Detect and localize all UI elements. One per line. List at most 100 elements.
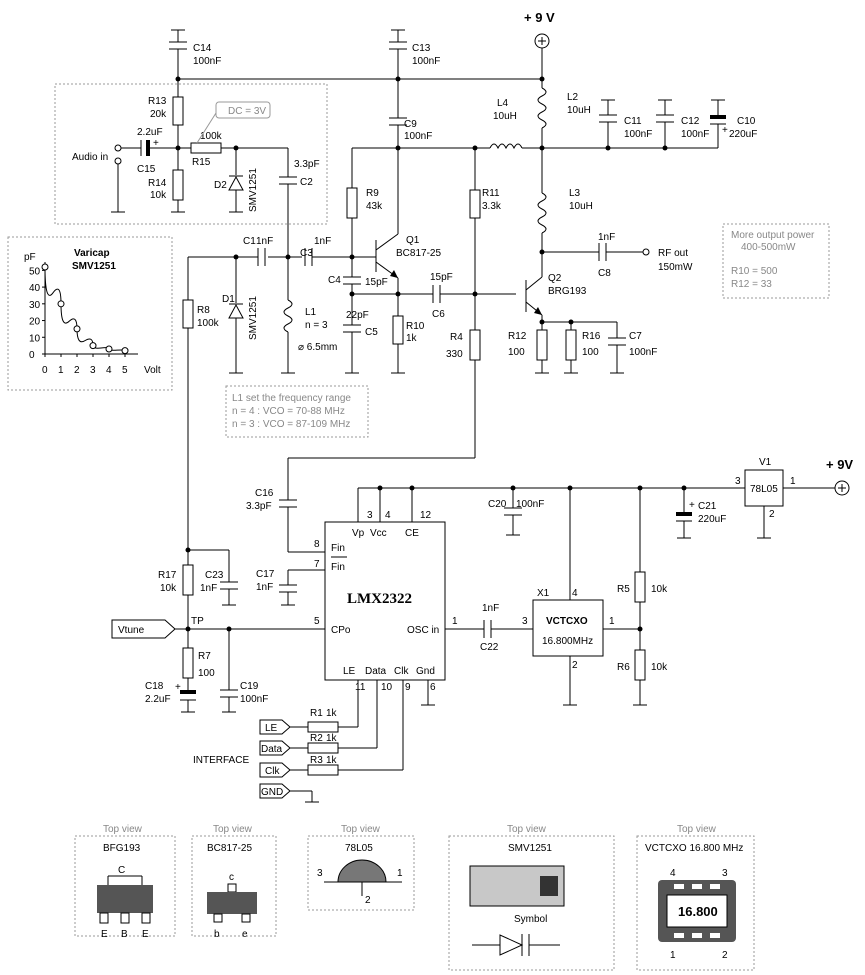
svg-text:C18: C18 [145, 681, 164, 692]
inductor-l3: L3 10uH [537, 148, 593, 277]
svg-text:100k: 100k [197, 318, 220, 329]
svg-text:C10: C10 [737, 116, 756, 127]
svg-text:1k: 1k [326, 755, 338, 766]
svg-text:CE: CE [405, 528, 419, 539]
y-tick-label: 10 [29, 333, 41, 344]
svg-text:Clk: Clk [265, 766, 280, 777]
svg-text:n = 3: n = 3 [305, 320, 328, 331]
svg-text:OSC in: OSC in [407, 625, 439, 636]
svg-text:1nF: 1nF [314, 236, 331, 247]
y-tick-label: 0 [29, 350, 35, 361]
svg-text:10uH: 10uH [493, 111, 517, 122]
svg-text:BC817-25: BC817-25 [396, 248, 441, 259]
capacitor-c20: C20 100nF [488, 488, 544, 536]
svg-text:100: 100 [198, 668, 215, 679]
svg-text:43k: 43k [366, 201, 383, 212]
svg-text:100: 100 [508, 347, 525, 358]
svg-text:⌀ 6.5mm: ⌀ 6.5mm [298, 342, 337, 353]
x-tick-label: 2 [74, 365, 80, 376]
svg-text:C3: C3 [300, 248, 313, 259]
resistor-r13: R13 20k [148, 96, 184, 126]
resistor-r6: R6 10k [617, 649, 668, 706]
interface-port-le: LE [259, 719, 291, 735]
svg-text:4: 4 [670, 868, 676, 879]
svg-text:10k: 10k [150, 190, 167, 201]
svg-text:C12: C12 [681, 116, 700, 127]
supply-terminal-right: + 9V [826, 457, 853, 496]
interface-port-clk: Clk [259, 762, 291, 778]
y-tick-label: 20 [29, 317, 41, 328]
vtune-label: Vtune [118, 625, 145, 636]
svg-text:R7: R7 [198, 651, 211, 662]
svg-text:SMV1251: SMV1251 [72, 261, 116, 272]
svg-text:3.3k: 3.3k [482, 201, 502, 212]
capacitor-c22: 1nF C22 [480, 603, 499, 653]
svg-text:9: 9 [405, 682, 411, 693]
svg-text:100nF: 100nF [681, 129, 709, 140]
svg-text:10: 10 [381, 682, 393, 693]
svg-text:C9: C9 [404, 119, 417, 130]
svg-text:220uF: 220uF [729, 129, 757, 140]
svg-text:R3: R3 [310, 755, 323, 766]
svg-text:X1: X1 [537, 588, 550, 599]
c13-value: 100nF [412, 56, 440, 67]
svg-text:2: 2 [365, 895, 371, 906]
c13-name: C13 [412, 43, 431, 54]
svg-text:10k: 10k [651, 662, 668, 673]
svg-text:VCTCXO 16.800 MHz: VCTCXO 16.800 MHz [645, 843, 743, 854]
l1-range-note: L1 set the frequency range n = 4 : VCO =… [225, 385, 369, 438]
svg-text:CPo: CPo [331, 625, 351, 636]
transistor-q1: Q1 BC817-25 [375, 148, 441, 294]
data-point [105, 345, 113, 353]
svg-text:1: 1 [397, 868, 403, 879]
svg-text:Vp: Vp [352, 528, 365, 539]
rf-out: RF out 150mW [642, 248, 693, 273]
svg-text:1nF: 1nF [256, 582, 273, 593]
interface-wires [290, 680, 404, 803]
svg-text:400-500mW: 400-500mW [741, 242, 796, 253]
svg-text:1: 1 [609, 616, 615, 627]
data-point [41, 263, 49, 271]
top-view-78l05: Top view 78L05 3 1 2 [307, 824, 415, 911]
svg-text:Data: Data [261, 744, 283, 755]
regulator-78l05: V1 78L05 3 1 2 [735, 457, 835, 539]
output-power-note: More output power 400-500mW R10 = 500 R1… [722, 223, 830, 299]
capacitor-c13: C13 100nF [389, 29, 440, 67]
svg-text:b: b [214, 929, 220, 940]
svg-text:R8: R8 [197, 305, 210, 316]
svg-text:100: 100 [582, 347, 599, 358]
capacitor-c17: C17 1nF [256, 569, 297, 606]
svg-text:R11: R11 [482, 188, 500, 199]
svg-text:Data: Data [365, 666, 387, 677]
svg-text:7: 7 [314, 559, 320, 570]
tcxo: X1 VCTCXO 16.800MHz 3 4 1 2 [522, 488, 643, 706]
svg-text:+: + [175, 682, 181, 693]
svg-text:R6: R6 [617, 662, 630, 673]
svg-text:3.3pF: 3.3pF [294, 159, 320, 170]
svg-text:BC817-25: BC817-25 [207, 843, 252, 854]
resistor-r7: R7 100 [182, 647, 215, 690]
varicap-chart-box [7, 236, 173, 391]
svg-text:100nF: 100nF [404, 131, 432, 142]
capacitor-c14: C14 100nF [169, 29, 221, 67]
resistor-r11: R11 3.3k [469, 148, 502, 297]
data-point [121, 347, 129, 355]
svg-text:C7: C7 [629, 331, 642, 342]
svg-text:R10: R10 [406, 321, 425, 332]
svg-text:E: E [142, 929, 149, 940]
svg-text:n = 3 : VCO = 87-109 MHz: n = 3 : VCO = 87-109 MHz [232, 419, 350, 430]
svg-text:e: e [242, 929, 248, 940]
supply-terminal-top: + 9 V [524, 10, 555, 49]
svg-text:1k: 1k [326, 733, 338, 744]
top-view-bc817: Top view BC817-25 c b e [191, 824, 277, 940]
svg-text:L1 set the frequency range: L1 set the frequency range [232, 393, 351, 404]
y-tick-label: 50 [29, 266, 41, 277]
svg-text:C20: C20 [488, 499, 507, 510]
svg-text:R13: R13 [148, 96, 167, 107]
svg-text:1k: 1k [406, 333, 418, 344]
svg-text:More output power: More output power [731, 230, 815, 241]
svg-text:R1: R1 [310, 708, 323, 719]
data-point [57, 300, 65, 308]
svg-text:LE: LE [343, 666, 356, 677]
